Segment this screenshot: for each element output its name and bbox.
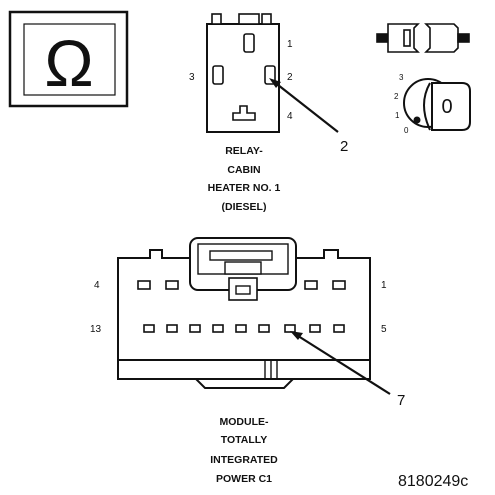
figure-id: 8180249c xyxy=(398,473,468,490)
module-connector xyxy=(117,237,371,389)
module-pin-1: 1 xyxy=(381,280,387,291)
module-callout-arrow xyxy=(290,331,391,395)
module-pin-4: 4 xyxy=(94,280,100,291)
relay-caption-line-3: HEATER NO. 1 xyxy=(208,182,281,194)
relay-connector xyxy=(206,13,280,133)
connector-icon xyxy=(376,23,470,53)
module-top-pin-row xyxy=(137,280,346,290)
relay-pin-2: 2 xyxy=(287,72,293,83)
ohmmeter-icon: Ω xyxy=(8,10,129,108)
relay-pin-4: 4 xyxy=(287,111,293,122)
relay-caption-line-4: (DIESEL) xyxy=(222,201,267,213)
relay-caption-line-1: RELAY- xyxy=(225,145,263,157)
key-position-3: 3 xyxy=(399,73,404,82)
module-caption: MODULE- TOTALLY INTEGRATED POWER C1 xyxy=(210,416,278,485)
relay-caption: RELAY- CABIN HEATER NO. 1 (DIESEL) xyxy=(208,145,281,213)
module-caption-line-4: POWER C1 xyxy=(216,473,272,485)
module-bottom-pin-row xyxy=(143,324,345,333)
module-caption-line-3: INTEGRATED xyxy=(210,454,278,466)
relay-callout-number: 2 xyxy=(340,138,348,155)
relay-callout-arrow xyxy=(269,78,339,133)
key-position-0: 0 xyxy=(404,126,409,135)
module-caption-line-1: MODULE- xyxy=(220,416,269,428)
relay-caption-line-2: CABIN xyxy=(227,164,260,176)
key-position-2: 2 xyxy=(394,92,399,101)
module-pin-5: 5 xyxy=(381,324,387,335)
relay-pin-3: 3 xyxy=(189,72,195,83)
key-label: 0 xyxy=(441,96,452,118)
ignition-key-icon: 0 xyxy=(403,78,471,131)
module-pin-13: 13 xyxy=(90,324,102,335)
key-position-1: 1 xyxy=(395,111,400,120)
module-callout-number: 7 xyxy=(397,392,405,409)
relay-pin-1: 1 xyxy=(287,39,293,50)
module-caption-line-2: TOTALLY xyxy=(221,434,267,446)
ohm-symbol: Ω xyxy=(44,26,93,100)
